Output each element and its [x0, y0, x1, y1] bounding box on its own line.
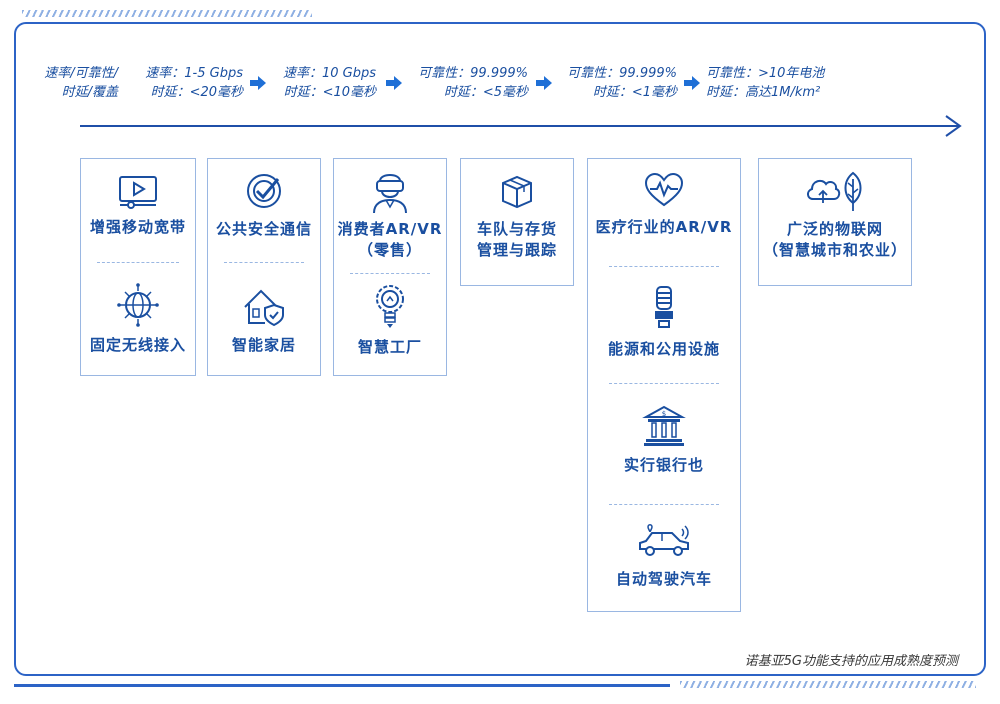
stage-4-spec: 可靠性：99.999% 时延：<1毫秒 [555, 64, 677, 102]
label-line: 固定无线接入 [89, 336, 186, 354]
use-case-item: 能源和公用设施 [588, 285, 740, 360]
lightbulb-gear-icon [376, 285, 404, 328]
stage-1-line-2: 时延：<20毫秒 [150, 85, 243, 100]
bottom-hatch-decoration [680, 681, 976, 688]
label-line: 管理与跟踪 [476, 241, 557, 259]
label-line: 智能家居 [231, 336, 296, 354]
dashed-divider [609, 383, 719, 384]
use-case-label: 能源和公用设施 [588, 339, 740, 360]
use-case-item: 自动驾驶汽车 [588, 523, 740, 590]
stage-2-spec: 速率：10 Gbps 时延：<10毫秒 [270, 64, 376, 102]
energy-bulb-icon [655, 286, 673, 328]
card-column-2: 公共安全通信 智能家居 [207, 158, 321, 376]
smart-home-shield-icon [244, 289, 284, 327]
use-case-label: 增强移动宽带 [81, 217, 195, 238]
connected-car-icon [639, 524, 689, 556]
use-case-item: 增强移动宽带 [81, 173, 195, 238]
label-line: （智慧城市和农业） [762, 241, 907, 259]
caption-rule [14, 684, 670, 687]
bank-icon: $ [642, 405, 686, 446]
cloud-leaf-icon [807, 171, 862, 211]
stage-4-line-2: 时延：<1毫秒 [592, 85, 677, 100]
label-line: 自动驾驶汽车 [615, 570, 712, 588]
stage-1-line-1: 速率：1-5 Gbps [145, 66, 243, 81]
use-case-label: 智慧工厂 [334, 337, 446, 358]
card-column-6: 广泛的物联网 （智慧城市和农业） [758, 158, 912, 286]
step-arrow-icon [250, 76, 266, 90]
label-line: 公共安全通信 [215, 220, 312, 238]
label-line: 智慧工厂 [357, 338, 422, 356]
card-column-5: 医疗行业的AR/VR 能源和公用设施 $ 实行银行也 [587, 158, 741, 612]
stage-5-line-2: 时延：高达1M/km² [706, 85, 821, 100]
use-case-label: 医疗行业的AR/VR [588, 217, 740, 238]
heart-pulse-icon [644, 172, 684, 207]
use-case-label: 固定无线接入 [81, 335, 195, 356]
label-line: 能源和公用设施 [607, 340, 720, 358]
label-line: 广泛的物联网 [786, 220, 883, 238]
step-arrow-icon [684, 76, 700, 90]
stage-4-line-1: 可靠性：99.999% [567, 66, 677, 81]
label-line: 消费者AR/VR [337, 220, 443, 238]
dashed-divider [223, 262, 305, 263]
header-line-1: 速率/可靠性/ [44, 66, 118, 81]
use-case-label: 智能家居 [208, 335, 320, 356]
use-case-label: 广泛的物联网 （智慧城市和农业） [759, 219, 911, 261]
timeline-arrow [80, 115, 962, 137]
globe-network-icon [117, 283, 159, 327]
card-column-3: 消费者AR/VR （零售） 智慧工厂 [333, 158, 447, 376]
header-line-2: 时延/覆盖 [61, 85, 118, 100]
package-box-icon [502, 175, 532, 209]
stage-3-line-2: 时延：<5毫秒 [443, 85, 528, 100]
use-case-item: 公共安全通信 [208, 171, 320, 240]
card-column-1: 增强移动宽带 固定无线接入 [80, 158, 196, 376]
use-case-label: 实行银行也 [588, 455, 740, 476]
use-case-item: 消费者AR/VR （零售） [334, 167, 446, 261]
dashed-divider [96, 262, 180, 263]
use-case-item: 车队与存货 管理与跟踪 [461, 173, 573, 261]
step-arrow-icon [386, 76, 402, 90]
dashed-divider [609, 266, 719, 267]
label-line: 医疗行业的AR/VR [595, 218, 733, 236]
stage-1-spec: 速率：1-5 Gbps 时延：<20毫秒 [128, 64, 243, 102]
label-line: （零售） [357, 241, 422, 259]
use-case-label: 车队与存货 管理与跟踪 [461, 219, 573, 261]
top-hatch-decoration [22, 10, 312, 17]
label-line: 实行银行也 [623, 456, 704, 474]
use-case-item: 医疗行业的AR/VR [588, 171, 740, 238]
diagram-frame [14, 22, 986, 676]
use-case-item: 固定无线接入 [81, 283, 195, 356]
use-case-item: 智慧工厂 [334, 283, 446, 358]
use-case-label: 消费者AR/VR （零售） [334, 219, 446, 261]
label-line: 车队与存货 [476, 220, 557, 238]
use-case-label: 公共安全通信 [208, 219, 320, 240]
card-column-4: 车队与存货 管理与跟踪 [460, 158, 574, 286]
stage-2-line-2: 时延：<10毫秒 [283, 85, 376, 100]
use-case-item: 智能家居 [208, 287, 320, 356]
stage-5-spec: 可靠性：>10年电池 时延：高达1M/km² [706, 64, 856, 102]
header-metric-label: 速率/可靠性/ 时延/覆盖 [32, 64, 118, 102]
stage-5-line-1: 可靠性：>10年电池 [706, 66, 825, 81]
use-case-label: 自动驾驶汽车 [588, 569, 740, 590]
use-case-item: 广泛的物联网 （智慧城市和农业） [759, 169, 911, 261]
stage-3-line-1: 可靠性：99.999% [418, 66, 528, 81]
svg-text:$: $ [662, 410, 666, 418]
label-line: 增强移动宽带 [89, 218, 186, 236]
step-arrow-icon [536, 76, 552, 90]
vr-headset-person-icon [373, 174, 407, 213]
stage-3-spec: 可靠性：99.999% 时延：<5毫秒 [406, 64, 528, 102]
dashed-divider [609, 504, 719, 505]
stage-2-line-1: 速率：10 Gbps [282, 66, 376, 81]
figure-caption: 诺基亚5G功能支持的应用成熟度预测 [744, 654, 958, 669]
security-check-icon [247, 174, 281, 208]
use-case-item: $ 实行银行也 [588, 403, 740, 476]
dashed-divider [349, 273, 431, 274]
video-screen-icon [119, 176, 157, 209]
